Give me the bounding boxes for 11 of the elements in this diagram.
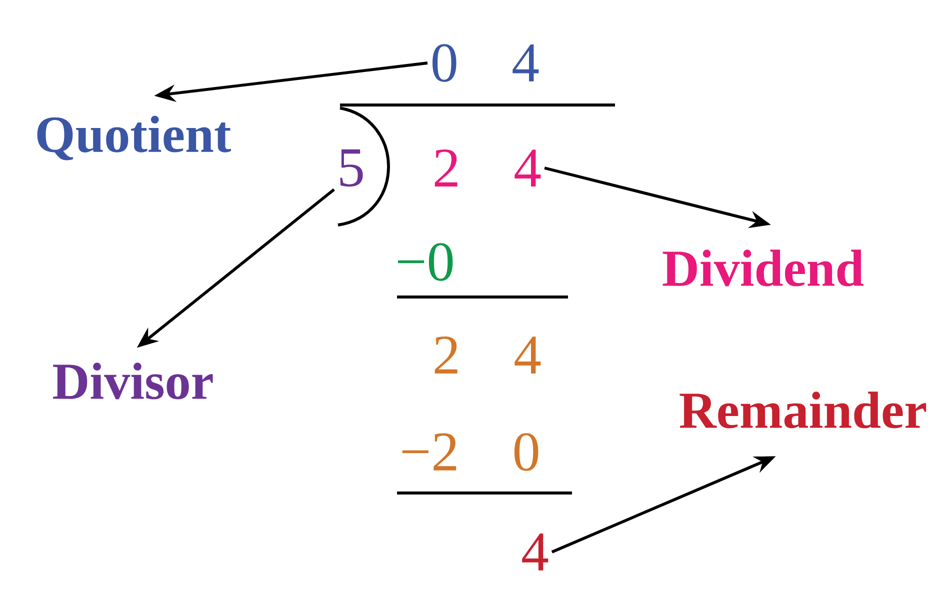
digits: 4 <box>522 534 548 570</box>
label-word: Quotient <box>37 116 231 160</box>
digits: 5 <box>340 149 363 187</box>
digits: −2 0 <box>402 433 538 471</box>
digits: 2 4 <box>434 149 541 187</box>
digits: 0 4 <box>432 44 539 82</box>
digits: −0 <box>398 243 453 281</box>
digits: 2 4 <box>434 336 541 374</box>
label-word: Remainder <box>680 392 926 428</box>
label-word: Divisor <box>53 362 213 400</box>
label-word: Dividend <box>662 250 864 286</box>
